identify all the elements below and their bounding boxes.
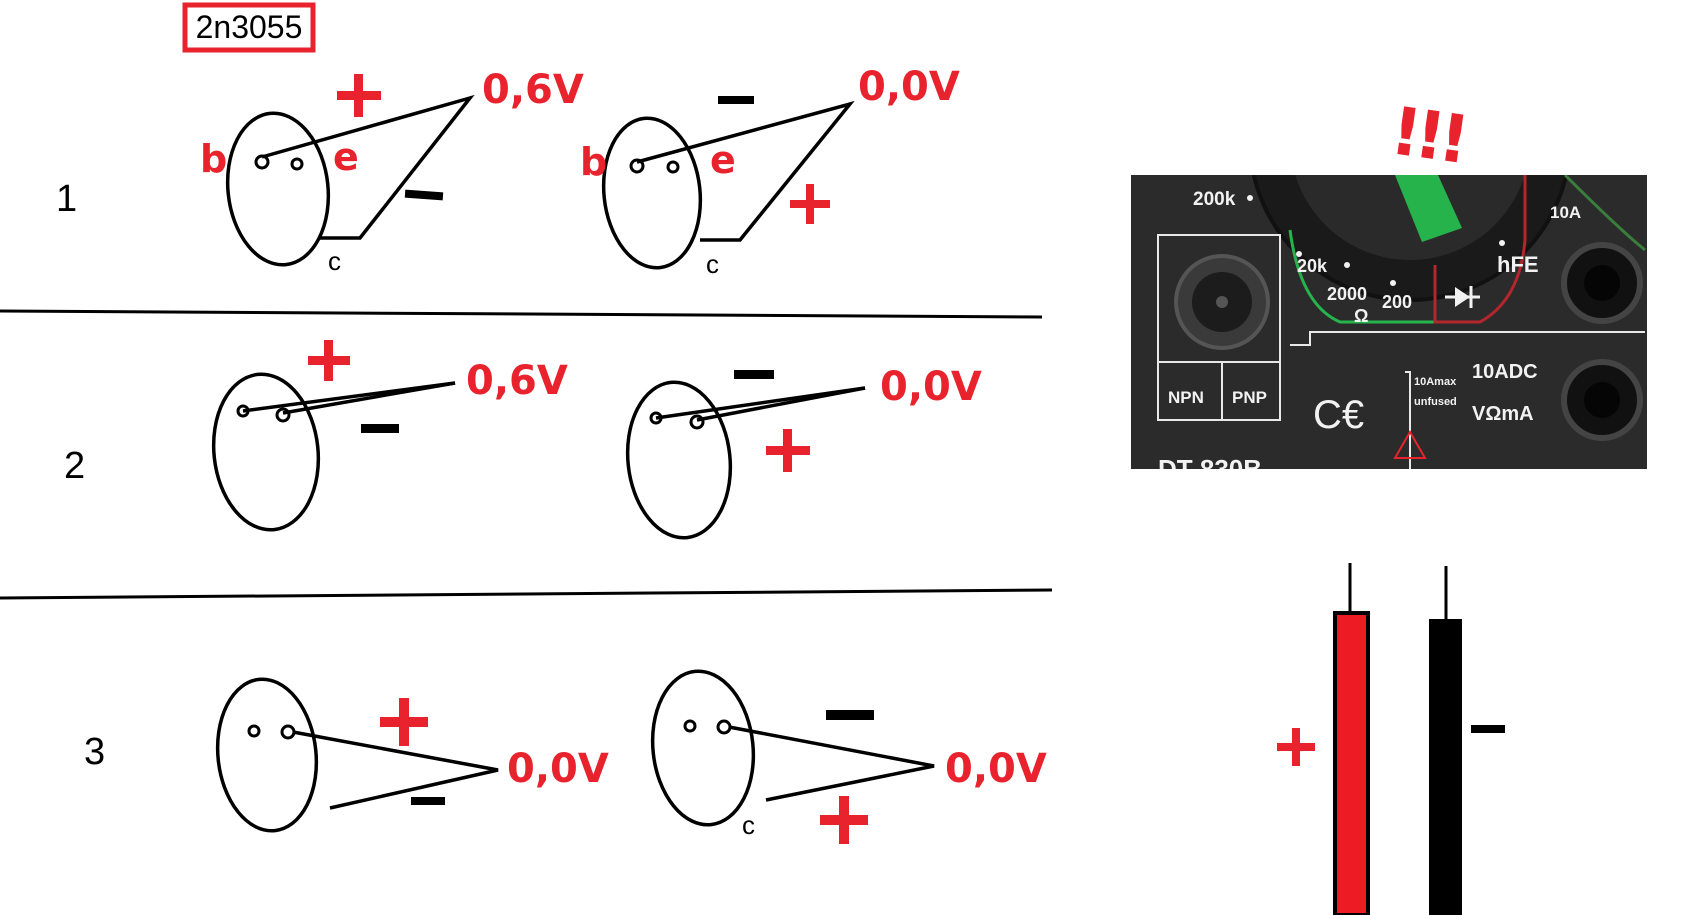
label-10adc: 10ADC — [1472, 361, 1538, 383]
label-200: 200 — [1382, 292, 1412, 312]
label-200k: 200k — [1193, 189, 1236, 210]
row2-left-voltage: 0,6V — [466, 358, 568, 404]
multimeter-photo: !!! — [1131, 92, 1647, 484]
row3-right-voltage: 0,0V — [945, 746, 1047, 792]
probe-plus-sign — [1277, 728, 1315, 766]
row3-left-plus-sign — [380, 698, 428, 746]
selector-pointer — [1395, 175, 1462, 242]
label-10amax: 10Amax — [1414, 376, 1457, 388]
divider-line-2 — [0, 588, 1053, 600]
row1-left-emitter-label: e — [333, 135, 359, 179]
row1-left-plus-sign — [337, 74, 381, 117]
row-number-1: 1 — [56, 178, 77, 220]
row1-left-voltage: 0,6V — [482, 67, 584, 113]
label-2000: 2000 — [1327, 284, 1367, 304]
row1-right-emitter-label: e — [710, 138, 736, 182]
probe-negative — [1429, 566, 1462, 915]
row3-right-transistor: c 0,0V — [650, 669, 1047, 844]
row3-right-collector-label: c — [742, 810, 755, 840]
svg-text:C€: C€ — [1313, 393, 1364, 437]
label-model: DT-830B — [1158, 454, 1262, 484]
row1-right-base-label: b — [580, 140, 607, 184]
row1-right-voltage: 0,0V — [858, 64, 960, 110]
row2-right-voltage: 0,0V — [880, 364, 982, 410]
row2-left-plus-sign — [308, 340, 350, 381]
row3-left-minus-sign — [411, 797, 445, 805]
row2-left-transistor: 0,6V — [211, 340, 568, 532]
label-unfused: unfused — [1414, 396, 1457, 408]
row1-right-plus-sign — [790, 184, 830, 224]
row1-left-transistor: b e c 0,6V — [200, 67, 584, 276]
row3-left-transistor: 0,0V — [215, 677, 609, 833]
label-vohma: VΩmA — [1472, 403, 1534, 425]
row2-left-minus-sign — [361, 424, 399, 433]
row3-left-voltage: 0,0V — [507, 746, 609, 792]
label-ohm: Ω — [1354, 306, 1368, 326]
probe-minus-sign — [1471, 725, 1505, 733]
row1-left-base-label: b — [200, 137, 227, 181]
row3-right-minus-sign — [826, 710, 874, 720]
probe-positive — [1333, 563, 1370, 915]
row3-right-plus-sign — [820, 796, 868, 844]
label-pnp: PNP — [1232, 388, 1267, 407]
row2-right-transistor: 0,0V — [625, 364, 982, 540]
row1-left-collector-label: c — [328, 246, 341, 276]
row1-right-transistor: b e c 0,0V — [580, 64, 960, 279]
label-10a: 10A — [1550, 203, 1581, 222]
row1-left-minus-sign — [404, 189, 444, 201]
row2-right-plus-sign — [766, 429, 810, 472]
label-hfe: hFE — [1497, 252, 1539, 277]
row1-right-minus-sign — [718, 96, 754, 104]
row-number-3: 3 — [84, 731, 105, 773]
title-box: 2n3055 — [182, 2, 316, 53]
divider-line-1 — [0, 309, 1043, 319]
alert-marks: !!! — [1386, 92, 1468, 178]
row-number-2: 2 — [64, 445, 85, 487]
label-20k: 20k — [1297, 256, 1328, 276]
title-text: 2n3055 — [196, 9, 303, 45]
label-npn: NPN — [1168, 388, 1204, 407]
row2-right-minus-sign — [734, 370, 774, 379]
diode-icon — [1445, 286, 1480, 308]
row1-right-collector-label: c — [706, 249, 719, 279]
